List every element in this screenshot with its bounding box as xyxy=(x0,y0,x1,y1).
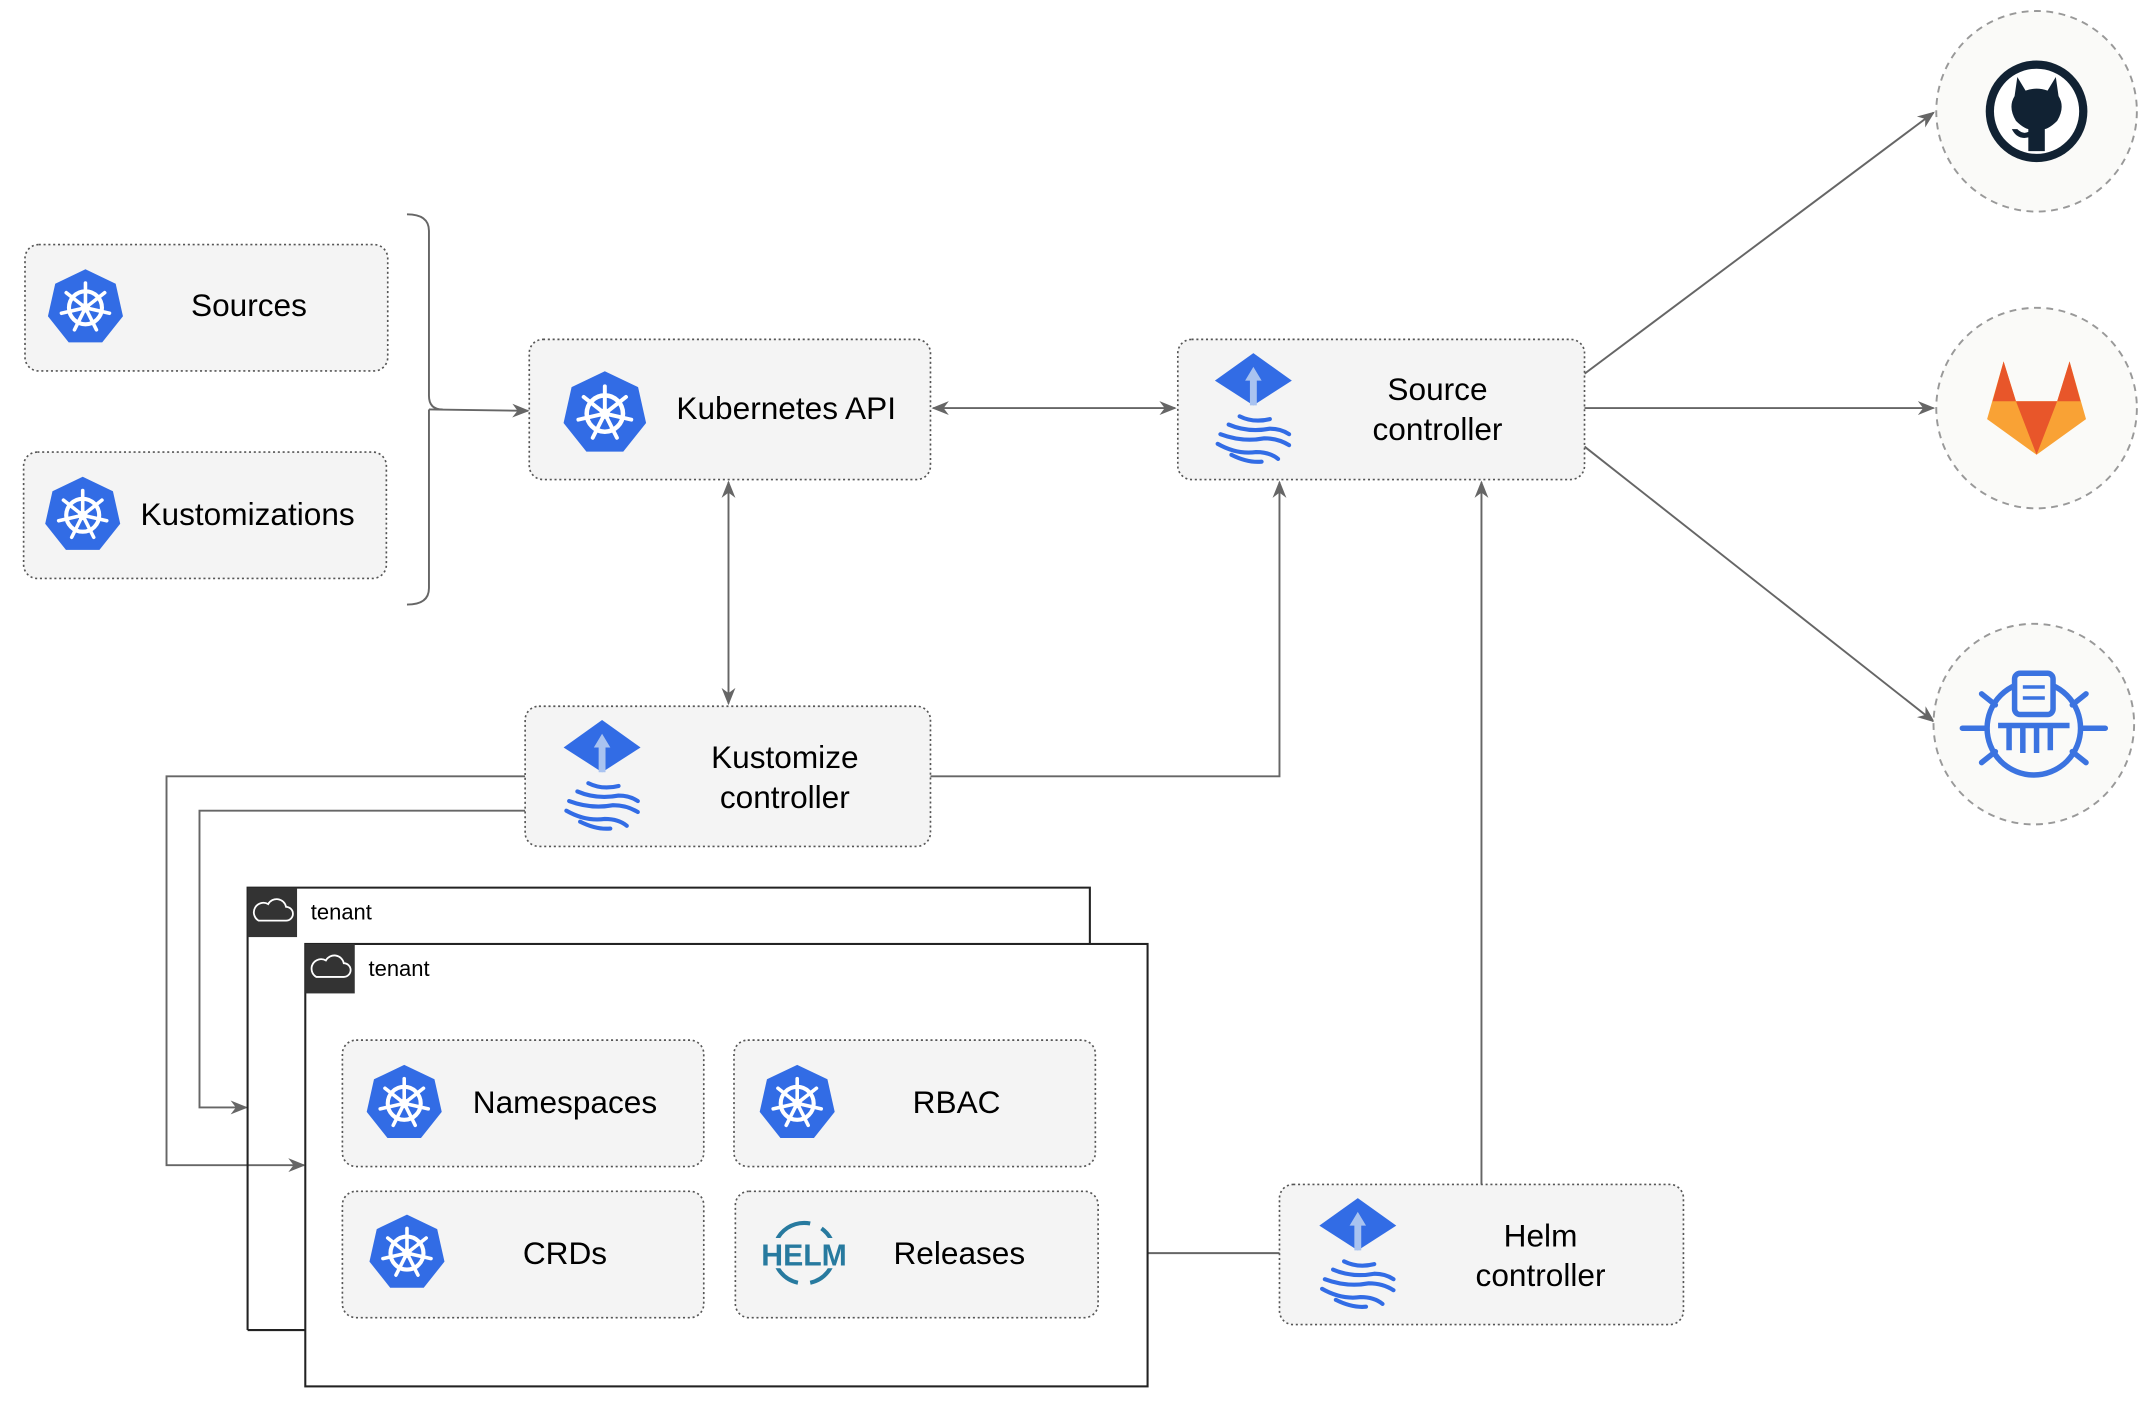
node-releases[interactable]: HELM Releases xyxy=(734,1190,1099,1319)
node-source-controller[interactable]: Source controller xyxy=(1176,338,1586,481)
node-label: Kubernetes API xyxy=(676,390,896,426)
edge-kustomize-to-tenant-front xyxy=(165,775,526,1173)
bucket-icon xyxy=(1959,670,2109,778)
cloud-icon xyxy=(252,898,294,922)
github-icon xyxy=(1985,60,2088,163)
node-label: Kustomize xyxy=(711,739,858,775)
node-label: Sources xyxy=(191,287,307,323)
node-kustomize-controller[interactable]: Kustomize controller xyxy=(524,705,932,848)
edge-kustomize-to-tenant-back xyxy=(198,809,526,1115)
node-kustomizations[interactable]: Kustomizations xyxy=(22,451,388,580)
node-sources[interactable]: Sources xyxy=(24,243,389,372)
edge-brace-to-api xyxy=(428,403,530,418)
node-label: Releases xyxy=(893,1235,1025,1271)
node-namespaces[interactable]: Namespaces xyxy=(341,1039,705,1168)
node-crds[interactable]: CRDs xyxy=(341,1190,705,1319)
node-label: Source xyxy=(1387,371,1487,407)
node-helm-controller[interactable]: Helm controller xyxy=(1278,1183,1685,1326)
github-source[interactable] xyxy=(1935,10,2138,213)
node-label: Helm xyxy=(1504,1217,1578,1253)
node-label: controller xyxy=(1476,1257,1606,1293)
tenant-back: tenant xyxy=(246,886,1091,1332)
bucket-source[interactable] xyxy=(1932,622,2136,826)
node-label: RBAC xyxy=(913,1084,1001,1120)
helm-icon: HELM xyxy=(761,1220,847,1286)
node-label: Namespaces xyxy=(473,1084,657,1120)
svg-text:HELM: HELM xyxy=(761,1239,847,1272)
brace xyxy=(406,213,443,606)
node-label: controller xyxy=(1373,411,1503,447)
gitlab-icon xyxy=(1987,361,2087,455)
cloud-icon-box xyxy=(247,887,298,938)
tenant-label: tenant xyxy=(311,900,372,925)
node-rbac[interactable]: RBAC xyxy=(733,1039,1097,1168)
edge-source-to-bucket xyxy=(1583,445,1935,723)
edge-source-to-github xyxy=(1583,111,1935,375)
gitlab-source[interactable] xyxy=(1935,306,2138,510)
node-kubernetes-api[interactable]: Kubernetes API xyxy=(528,338,932,481)
node-label: Kustomizations xyxy=(140,496,354,532)
cloud-icon xyxy=(310,954,352,978)
node-label: CRDs xyxy=(523,1235,607,1271)
edge-kustomize-to-source xyxy=(930,480,1287,778)
node-label: controller xyxy=(720,779,850,815)
tenant-label: tenant xyxy=(369,956,430,981)
